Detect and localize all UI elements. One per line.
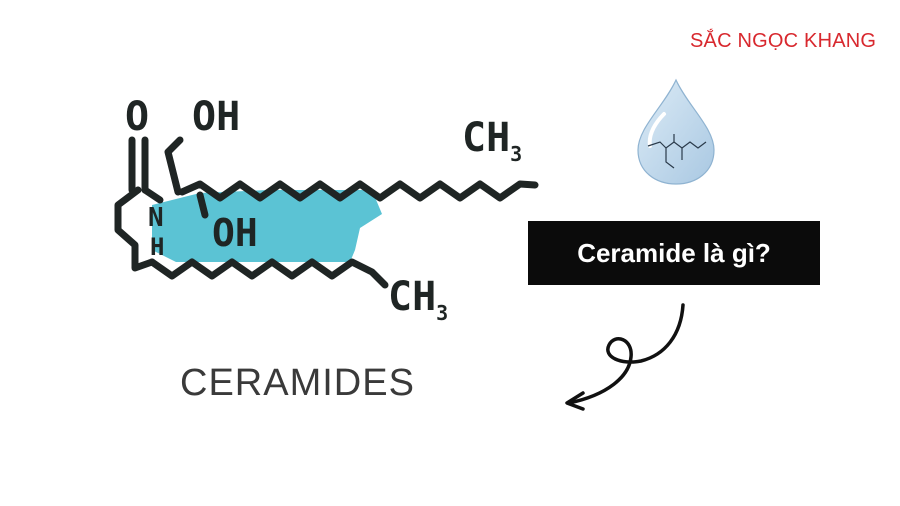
hydrogen-label: H <box>150 233 165 261</box>
amide-link <box>141 186 164 204</box>
highlight-region <box>152 190 382 262</box>
hydroxyl-mid-label: OH <box>212 211 258 255</box>
ceramide-structure <box>114 136 539 289</box>
methyl-top-label: CH3 <box>462 115 523 166</box>
left-chain <box>114 186 156 272</box>
brand-logo: SẮC NGỌC KHANG <box>690 30 877 52</box>
hydroxymethyl-arm <box>164 136 184 196</box>
bottom-chain <box>148 258 389 289</box>
hydroxyl-top-label: OH <box>192 94 241 140</box>
curly-arrow-icon <box>565 303 685 411</box>
methyl-bottom-label: CH3 <box>388 274 449 325</box>
nitrogen-label: N <box>148 203 164 233</box>
water-drop-icon <box>637 78 715 185</box>
ceramides-title: CERAMIDES <box>180 362 415 404</box>
ceramide-question-badge: Ceramide là gì? <box>528 221 820 285</box>
carbonyl-bond <box>128 136 149 194</box>
oxygen-label: O <box>125 94 150 140</box>
hydroxyl-bond <box>196 191 209 219</box>
top-chain <box>178 180 539 202</box>
